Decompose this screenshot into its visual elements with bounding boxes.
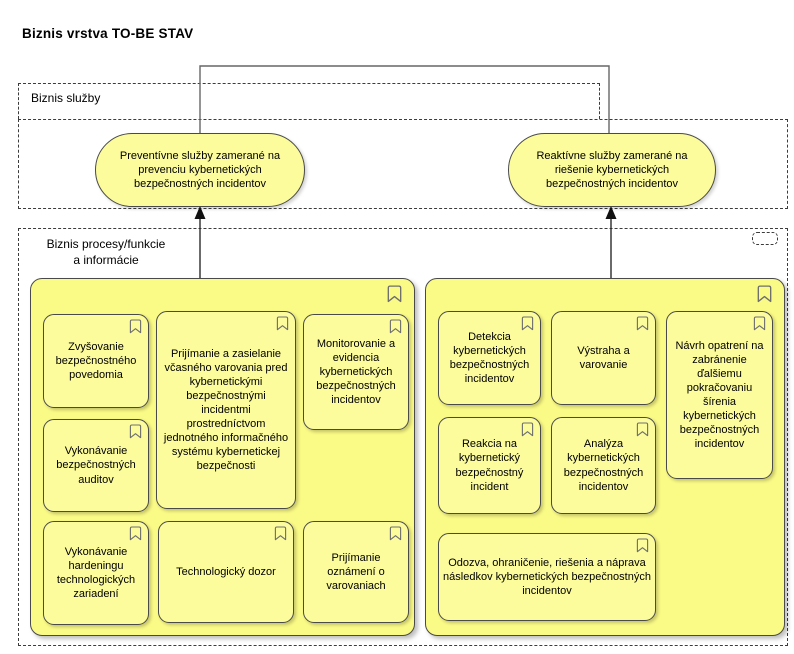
bookmark-icon	[521, 316, 534, 331]
process-label: Detekcia kybernetických bezpečnostných i…	[449, 330, 530, 386]
bookmark-icon	[129, 319, 142, 334]
process-box: Vykonávanie hardeningu technologických z…	[43, 521, 149, 625]
process-box: Prijímanie oznámení o varovaniach	[303, 521, 409, 623]
process-box: Reakcia na kybernetický bezpečnostný inc…	[438, 417, 541, 514]
process-label: Technologický dozor	[176, 565, 276, 578]
process-label: Odozva, ohraničenie, riešenia a náprava …	[443, 556, 651, 598]
process-box: Návrh opatrení na zabránenie ďalšiemu po…	[666, 311, 773, 479]
bookmark-icon	[276, 316, 289, 331]
bookmark-icon	[274, 526, 287, 541]
bookmark-icon	[389, 526, 402, 541]
process-box: Odozva, ohraničenie, riešenia a náprava …	[438, 533, 656, 621]
process-label: Prijímanie a zasielanie včasného varovan…	[163, 347, 289, 473]
process-label: Monitorovanie a evidencia kybernetických…	[316, 337, 396, 407]
business-services-group-tab: Biznis služby	[18, 83, 600, 119]
bookmark-icon	[636, 316, 649, 331]
service-reactive: Reaktívne služby zamerané na riešenie ky…	[508, 133, 716, 207]
process-label: Analýza kybernetických bezpečnostných in…	[563, 438, 644, 493]
process-box: Zvyšovanie bezpečnostného povedomia	[43, 314, 149, 408]
bookmark-icon	[129, 526, 142, 541]
service-label: Preventívne služby zamerané na prevenciu…	[119, 149, 281, 191]
process-box: Analýza kybernetických bezpečnostných in…	[551, 417, 656, 514]
bookmark-icon	[756, 285, 773, 303]
process-box: Výstraha a varovanie	[551, 311, 656, 405]
bookmark-icon	[389, 319, 402, 334]
bookmark-icon	[753, 316, 766, 331]
process-box: Monitorovanie a evidencia kybernetických…	[303, 314, 409, 430]
grouping-icon	[752, 232, 778, 245]
process-box: Technologický dozor	[158, 521, 294, 623]
process-label: Návrh opatrení na zabránenie ďalšiemu po…	[675, 339, 764, 451]
business-processes-group: Biznis procesy/funkcie a informácie	[18, 228, 788, 646]
process-label: Zvyšovanie bezpečnostného povedomia	[55, 340, 137, 382]
process-group-reactive: Detekcia kybernetických bezpečnostných i…	[425, 278, 785, 636]
process-label: Výstraha a varovanie	[577, 344, 630, 371]
process-box: Vykonávanie bezpečnostných auditov	[43, 419, 149, 512]
process-box: Prijímanie a zasielanie včasného varovan…	[156, 311, 296, 509]
diagram-title: Biznis vrstva TO-BE STAV	[22, 26, 194, 41]
service-preventive: Preventívne služby zamerané na prevenciu…	[95, 133, 305, 207]
bookmark-icon	[521, 422, 534, 437]
process-group-preventive: Zvyšovanie bezpečnostného povedomia Prij…	[30, 278, 415, 636]
business-processes-label: Biznis procesy/funkcie a informácie	[46, 237, 166, 267]
business-services-label: Biznis služby	[31, 91, 101, 105]
process-label: Vykonávanie hardeningu technologických z…	[56, 545, 136, 601]
bookmark-icon	[129, 424, 142, 439]
service-label: Reaktívne služby zamerané na riešenie ky…	[536, 149, 688, 191]
process-label: Prijímanie oznámení o varovaniach	[326, 551, 386, 593]
process-box: Detekcia kybernetických bezpečnostných i…	[438, 311, 541, 405]
process-label: Reakcia na kybernetický bezpečnostný inc…	[455, 438, 524, 493]
bookmark-icon	[386, 285, 403, 303]
bookmark-icon	[636, 538, 649, 553]
bookmark-icon	[636, 422, 649, 437]
process-label: Vykonávanie bezpečnostných auditov	[56, 445, 136, 486]
